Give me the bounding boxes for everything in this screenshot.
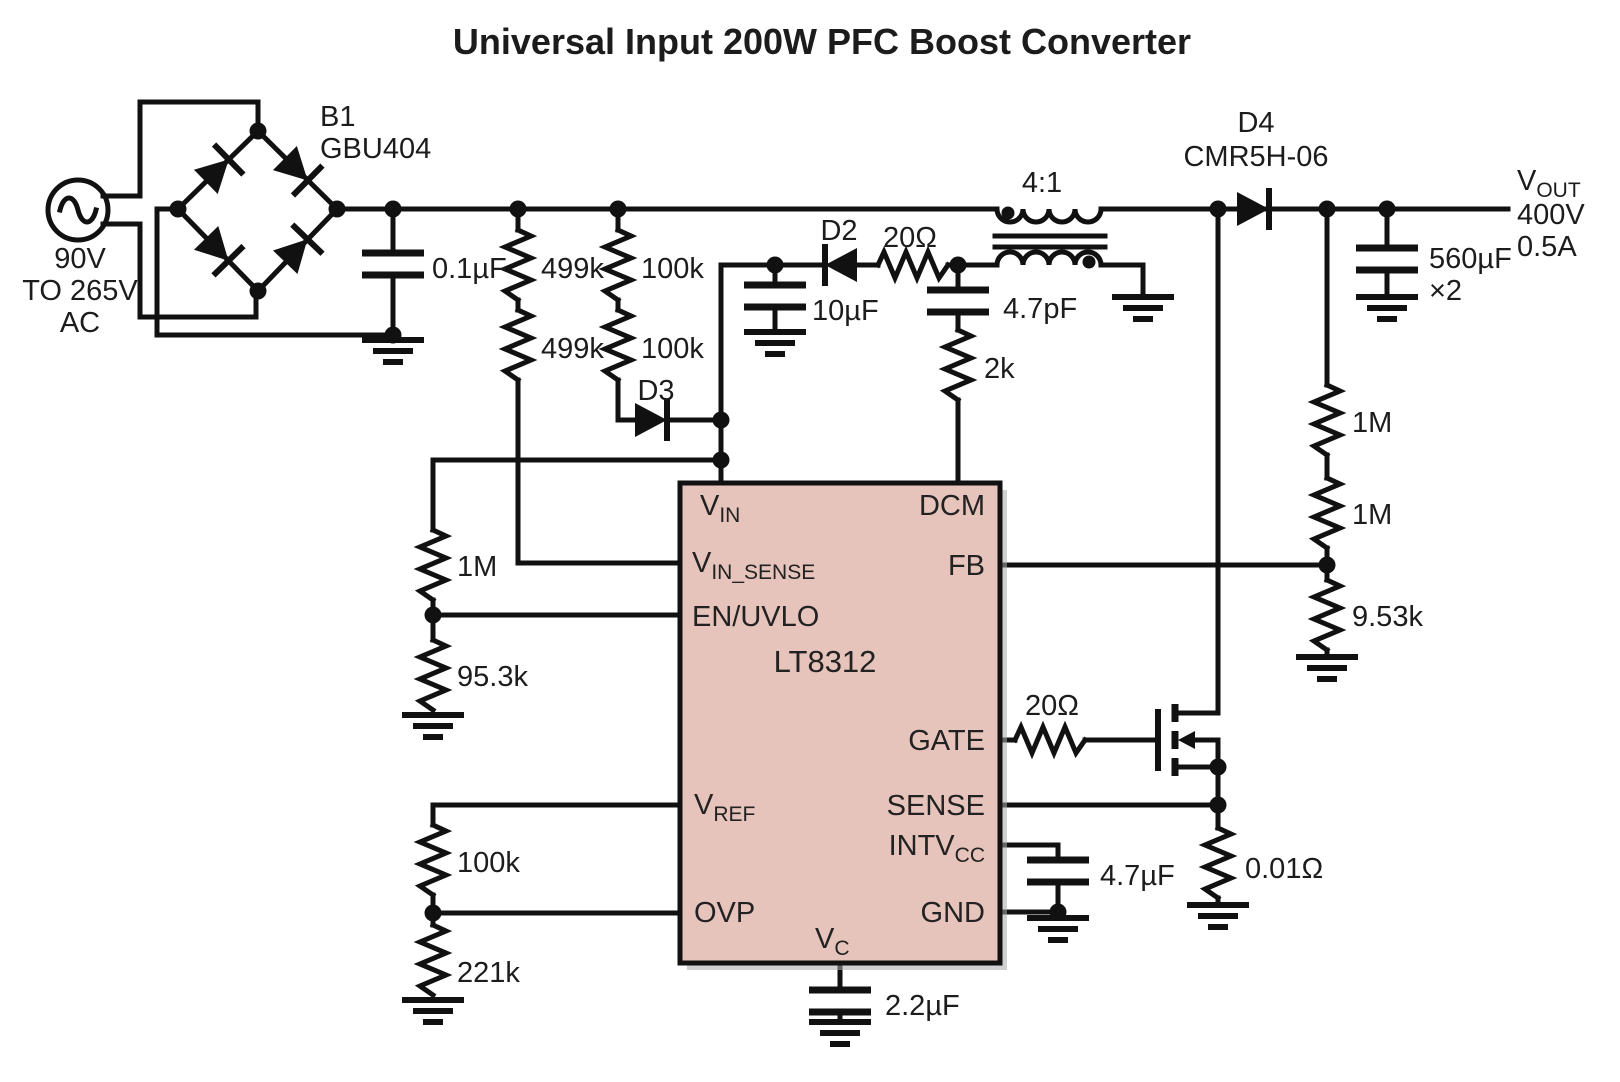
label-cap-intvcc: 4.7µF xyxy=(1100,860,1175,892)
label-transformer-ratio: 4:1 xyxy=(1022,167,1062,199)
label-res-100k-top: 100k xyxy=(641,253,704,285)
mosfet-icon xyxy=(1155,704,1195,776)
resistor-221k-icon xyxy=(420,925,446,995)
ground-bias-icon xyxy=(747,332,803,354)
label-vout: VOUT xyxy=(1517,165,1581,202)
diode-d3-icon xyxy=(635,402,667,438)
resistor-100k-top-icon xyxy=(605,230,631,300)
ac-voltage-line1: 90V xyxy=(54,243,106,275)
capacitor-dcm-icon xyxy=(927,290,989,312)
label-cap-input: 0.1µF xyxy=(432,253,507,285)
capacitor-bias-icon xyxy=(744,285,806,307)
resistor-1m-fb-mid-icon xyxy=(1314,478,1340,548)
label-res-2k: 2k xyxy=(984,353,1015,385)
label-res-20ohm-bias: 20Ω xyxy=(883,222,937,254)
transformer-icon xyxy=(992,206,1108,269)
diode-d2-icon xyxy=(825,247,857,283)
label-cap-bias: 10µF xyxy=(812,295,879,327)
ground-fb-icon xyxy=(1299,657,1355,679)
pin-label-fb: FB xyxy=(948,550,985,582)
pin-label-vref: VREF xyxy=(694,789,755,826)
label-res-1m-en: 1M xyxy=(457,551,497,583)
capacitor-output-icon xyxy=(1356,248,1418,270)
phase-dot-primary-icon xyxy=(1001,206,1015,220)
label-res-1m-fb-mid: 1M xyxy=(1352,499,1392,531)
resistor-100k-bottom-icon xyxy=(605,310,631,380)
resistor-100k-vref-icon xyxy=(420,825,446,895)
label-diode-d2: D2 xyxy=(820,215,857,247)
pin-label-intvcc: INTVCC xyxy=(889,830,985,867)
ac-voltage-line3: AC xyxy=(60,307,100,339)
pin-label-dcm: DCM xyxy=(919,490,985,522)
resistor-0r01-icon xyxy=(1205,828,1231,898)
phase-dot-secondary-icon xyxy=(1082,255,1096,269)
ground-secondary-icon xyxy=(1115,297,1171,319)
wire-bridge-diamond xyxy=(174,127,341,295)
label-res-9k53: 9.53k xyxy=(1352,601,1423,633)
wire-ac-bottom-lead xyxy=(100,221,259,320)
resistor-499k-top-icon xyxy=(505,230,531,300)
ground-output-icon xyxy=(1359,297,1415,319)
pin-label-ovp: OVP xyxy=(694,897,755,929)
label-diode-d4-ref: D4 xyxy=(1237,107,1274,139)
ac-source-icon xyxy=(45,177,111,243)
pin-label-vin-sense: VIN_SENSE xyxy=(692,547,815,584)
capacitor-vc-icon xyxy=(809,990,871,1012)
wire-drain xyxy=(1172,206,1221,716)
wire-bridge-return xyxy=(154,206,396,338)
ground-intvcc-icon xyxy=(1030,918,1086,940)
label-res-100k-bottom: 100k xyxy=(641,333,704,365)
capacitor-intvcc-icon xyxy=(1027,860,1089,882)
label-res-499k-top: 499k xyxy=(541,253,604,285)
pin-label-gate: GATE xyxy=(908,725,985,757)
pin-label-sense: SENSE xyxy=(887,790,985,822)
resistor-1m-en-icon xyxy=(420,530,446,600)
label-res-499k-bottom: 499k xyxy=(541,333,604,365)
bridge-part: GBU404 xyxy=(320,133,431,165)
label-res-20ohm-gate: 20Ω xyxy=(1025,690,1079,722)
wire-bias-chain xyxy=(615,206,724,423)
ground-vc-icon xyxy=(812,1022,868,1044)
label-cap-output: 560µF xyxy=(1429,243,1512,275)
label-res-100k-vref: 100k xyxy=(457,847,520,879)
label-vout-current: 0.5A xyxy=(1517,231,1577,263)
resistor-2k-icon xyxy=(945,330,971,400)
resistor-95k3-icon xyxy=(420,640,446,710)
bridge-rectifier-icon xyxy=(193,145,320,274)
label-res-1m-fb-top: 1M xyxy=(1352,407,1392,439)
capacitor-input-icon xyxy=(362,253,424,275)
resistor-1m-fb-top-icon xyxy=(1314,385,1340,455)
label-vout-voltage: 400V xyxy=(1517,199,1585,231)
resistor-20ohm-bias-icon xyxy=(878,252,948,278)
ic-body xyxy=(677,480,1003,966)
ac-voltage-line2: TO 265V xyxy=(22,275,138,307)
label-res-221k: 221k xyxy=(457,957,520,989)
schematic-title: Universal Input 200W PFC Boost Converter xyxy=(453,21,1191,62)
pin-label-vc: VC xyxy=(815,923,850,960)
bridge-ref: B1 xyxy=(320,101,355,133)
junction-dots xyxy=(169,122,1396,922)
diode-d4-icon xyxy=(1237,191,1269,227)
ground-shunt-icon xyxy=(1190,905,1246,927)
resistor-499k-bottom-icon xyxy=(505,310,531,380)
label-cap-vc: 2.2µF xyxy=(885,990,960,1022)
ground-en-icon xyxy=(405,715,461,737)
pin-label-gnd: GND xyxy=(921,897,985,929)
resistor-9k53-icon xyxy=(1314,580,1340,650)
label-diode-d4-part: CMR5H-06 xyxy=(1183,141,1328,173)
resistor-20ohm-gate-icon xyxy=(1015,727,1085,753)
wire-ac-top-lead xyxy=(100,99,261,199)
pin-label-vin: VIN xyxy=(700,490,740,527)
label-cap-output-qty: ×2 xyxy=(1429,275,1462,307)
label-diode-d3: D3 xyxy=(637,375,674,407)
label-res-shunt: 0.01Ω xyxy=(1245,853,1323,885)
pin-label-en-uvlo: EN/UVLO xyxy=(692,601,819,633)
label-res-95k3: 95.3k xyxy=(457,661,528,693)
wire-source xyxy=(1172,737,1221,831)
wire-secondary-gnd xyxy=(1098,262,1146,298)
ground-ovp-icon xyxy=(405,1000,461,1022)
ic-name: LT8312 xyxy=(774,644,877,679)
label-cap-dcm: 4.7pF xyxy=(1003,293,1077,325)
